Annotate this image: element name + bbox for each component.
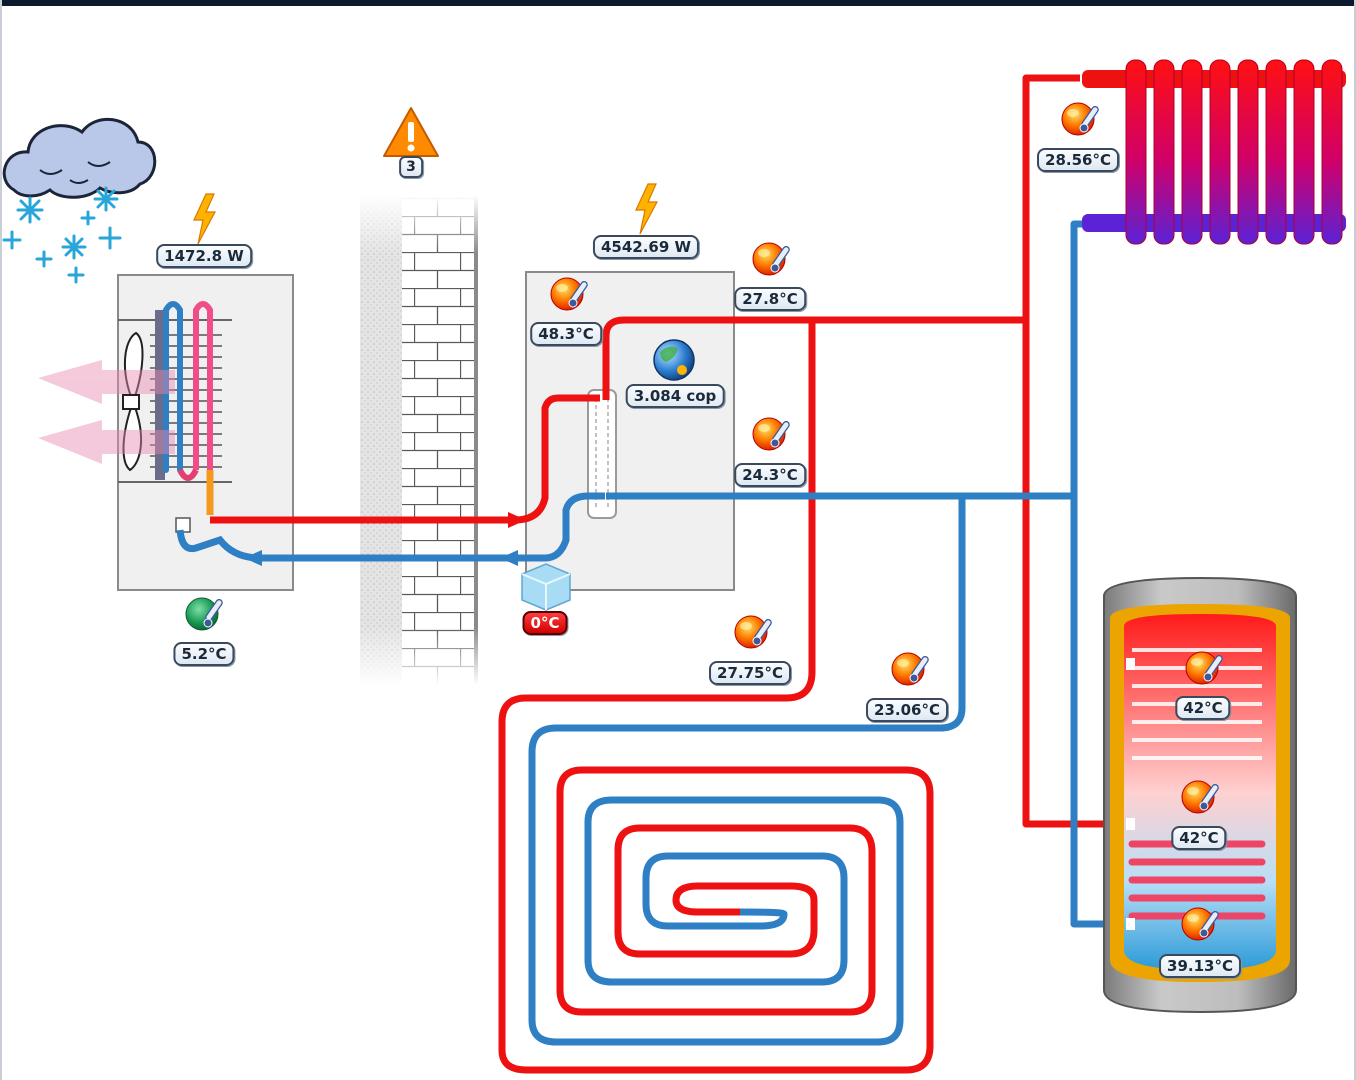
tank-mid-temp-readout: 42°C [1171,826,1227,850]
tank-top-temp-readout: 42°C [1175,696,1231,720]
refrigerant-hot-line [210,394,600,524]
house-wall [360,195,478,685]
outdoor-temp-sensor-icon [185,597,223,631]
airflow-arrows [38,360,175,464]
flow-temp-sensor-icon [752,242,791,276]
outdoor-power-bolt-icon [193,193,216,245]
floor-return-sensor-icon [891,652,930,686]
warning-count-badge[interactable]: 3 [399,156,423,178]
outdoor-temp-readout: 5.2°C [173,642,235,666]
return-temp-readout: 24.3°C [734,463,806,487]
snow-cloud-icon [2,117,157,284]
tank-bottom-temp-readout: 39.13°C [1159,954,1241,978]
warning-triangle-icon[interactable] [383,107,439,157]
floor-supply-temp-readout: 27.75°C [709,661,791,685]
outdoor-power-readout: 1472.8 W [156,244,252,268]
outdoor-unit [38,274,294,591]
radiator-temp-readout: 28.56°C [1037,148,1119,172]
refrigerant-temp-readout: 48.3°C [530,322,602,346]
window-top-frame [0,0,1356,6]
cop-readout: 3.084 cop [625,384,725,408]
ice-cube-icon [521,563,571,611]
indoor-power-readout: 4542.69 W [592,235,700,259]
floor-supply-sensor-icon [734,615,773,649]
defrost-temp-readout: 0°C [522,611,568,635]
refrigerant-cold-line [176,492,605,562]
indoor-power-bolt-icon [635,183,658,235]
floor-return-temp-readout: 23.06°C [866,698,948,722]
fan-icon [122,331,144,472]
radiator-temp-sensor-icon [1061,102,1100,136]
efficiency-globe-icon [653,339,695,381]
return-temp-sensor-icon [752,417,791,451]
hot-supply-pipes [498,74,1130,1074]
flow-temp-readout: 27.8°C [734,287,806,311]
radiator [1082,59,1346,245]
